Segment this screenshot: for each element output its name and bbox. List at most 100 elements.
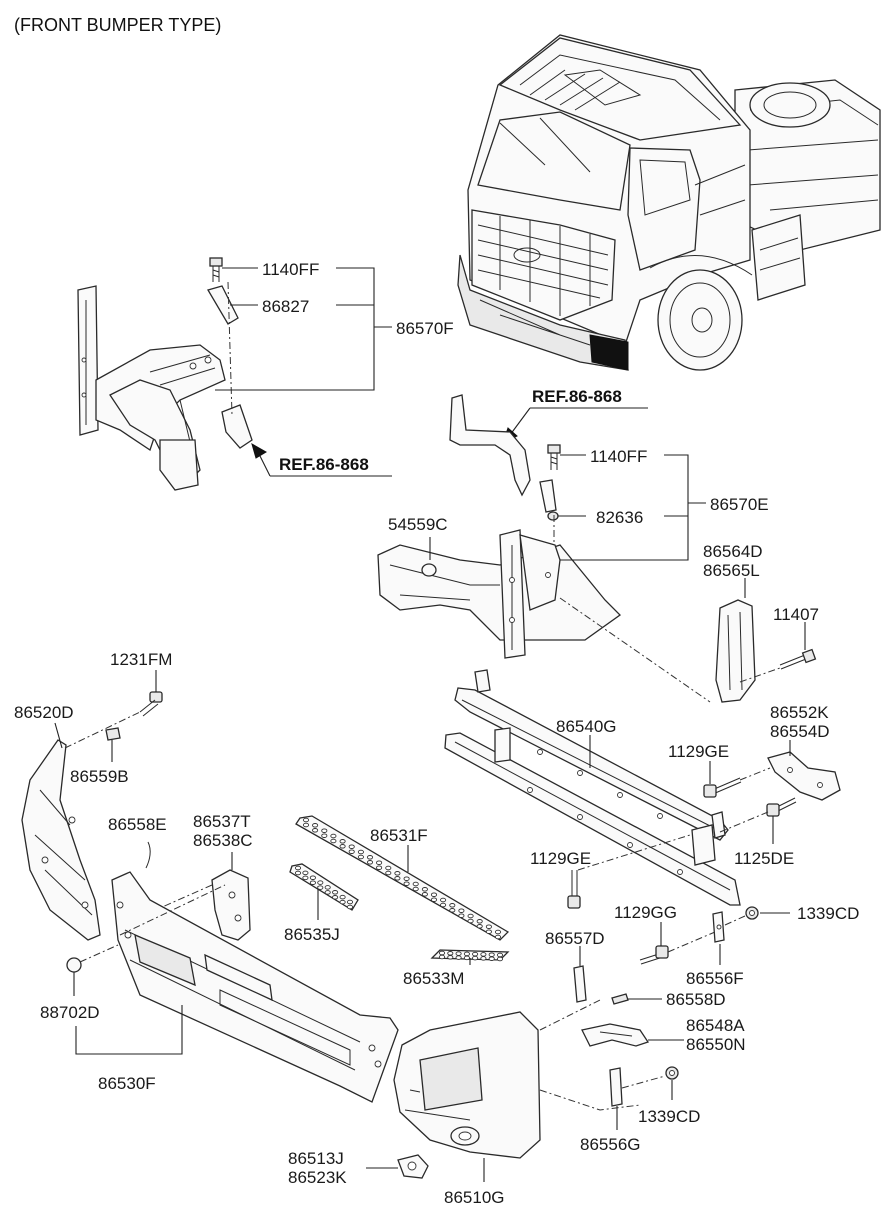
mesh-hole — [440, 897, 447, 903]
mesh-hole — [438, 954, 446, 960]
ref-label-left: REF.86-868 — [279, 455, 369, 474]
mesh-hole — [332, 890, 339, 895]
mesh-hole — [346, 904, 354, 910]
mesh-hole — [421, 887, 428, 892]
label-1140FF-lower: 1140FF — [590, 447, 647, 466]
mesh-hole — [339, 894, 346, 900]
label-86531F: 86531F — [370, 826, 428, 845]
mesh-hole-pattern — [294, 817, 504, 962]
label-86538C: 86538C — [193, 831, 253, 850]
mesh-hole — [496, 956, 504, 962]
mesh-hole — [339, 899, 346, 905]
mesh-hole — [438, 950, 446, 956]
mesh-hole — [455, 955, 462, 960]
mesh-hole — [447, 955, 454, 960]
mesh-hole — [463, 955, 470, 961]
bracket-86556G — [609, 1067, 623, 1107]
cap-88702D-icon — [66, 957, 82, 973]
mesh-hole — [385, 865, 392, 871]
bolt-1129GG-icon — [639, 945, 669, 965]
label-86556F: 86556F — [686, 969, 744, 988]
mesh-hole — [447, 951, 454, 956]
mesh-hole — [309, 875, 316, 880]
mesh-hole — [496, 952, 504, 958]
bolt-1125DE-icon — [766, 797, 797, 817]
label-1339CD-lower: 1339CD — [638, 1107, 700, 1126]
label-86537T: 86537T — [193, 812, 251, 831]
bracket-86548A — [581, 1023, 650, 1047]
label-86559B: 86559B — [70, 767, 129, 786]
mesh-hole — [366, 860, 374, 865]
mesh-hole — [357, 854, 364, 860]
label-86554D: 86554D — [770, 722, 830, 741]
label-86533M: 86533M — [403, 969, 464, 988]
mesh-hole — [476, 919, 483, 924]
label-86564D: 86564D — [703, 542, 763, 561]
label-86530F: 86530F — [98, 1074, 156, 1093]
mesh-hole — [317, 885, 324, 890]
mesh-hole — [463, 951, 470, 957]
mesh-hole — [403, 881, 410, 886]
label-82636: 82636 — [596, 508, 643, 527]
nut-1339CD-lower-icon — [665, 1066, 679, 1080]
mesh-hole — [455, 951, 462, 956]
mesh-hole — [376, 860, 383, 865]
label-86510G: 86510G — [444, 1188, 505, 1207]
mesh-hole — [472, 951, 479, 957]
mesh-hole — [324, 890, 331, 895]
front-bumper-86530F — [111, 871, 399, 1103]
side-cover-86520D — [21, 739, 101, 941]
label-86552K: 86552K — [770, 703, 829, 722]
mesh-hole — [394, 871, 401, 876]
mesh-hole — [421, 892, 428, 897]
mesh-hole — [330, 838, 337, 844]
mesh-hole — [485, 929, 492, 934]
mesh-hole — [294, 865, 302, 871]
bracket-86552K — [767, 751, 841, 801]
mesh-hole — [321, 833, 328, 838]
mesh-hole — [302, 817, 310, 823]
bolt-1140FF-lower-icon — [547, 444, 561, 470]
truck-illustration — [457, 34, 881, 371]
label-11407: 11407 — [773, 605, 819, 624]
bolt-1129GE-lower-icon — [567, 870, 581, 909]
label-86540G: 86540G — [556, 717, 617, 736]
mesh-hole — [302, 870, 309, 876]
clip-86558E-icon — [145, 841, 151, 869]
label-86548A: 86548A — [686, 1016, 745, 1035]
label-86565L: 86565L — [703, 561, 760, 580]
mesh-hole — [440, 902, 447, 908]
mesh-hole — [412, 886, 419, 892]
mesh-hole — [488, 956, 495, 961]
clip-86558D-icon — [611, 993, 629, 1005]
mesh-hole — [472, 955, 479, 961]
bolt-1231FM-icon — [139, 691, 163, 717]
label-86550N: 86550N — [686, 1035, 746, 1054]
mesh-hole — [317, 880, 324, 885]
label-86513J: 86513J — [288, 1149, 344, 1168]
bracket-86557D — [573, 965, 587, 1003]
label-1129GE-lower: 1129GE — [530, 849, 591, 868]
ref-arrow-right — [502, 407, 648, 444]
mesh-hole — [394, 876, 401, 881]
mesh-hole — [312, 823, 319, 828]
corner-bumper-86510G — [393, 999, 641, 1159]
mesh-hole — [348, 844, 355, 849]
mesh-hole — [488, 952, 495, 957]
mesh-hole — [449, 903, 456, 908]
bracket-86570F-assembly — [77, 257, 253, 491]
mesh-hole — [494, 934, 502, 940]
clip-86559B-icon — [105, 727, 121, 741]
mesh-hole — [302, 822, 310, 828]
mesh-hole — [476, 924, 483, 929]
mesh-hole — [467, 913, 474, 919]
diagram-title: (FRONT BUMPER TYPE) — [14, 15, 221, 35]
label-86523K: 86523K — [288, 1168, 347, 1187]
label-86558D: 86558D — [666, 990, 726, 1009]
bolt-1140FF-upper-icon — [209, 257, 223, 282]
ref-label-right: REF.86-868 — [532, 387, 622, 406]
bolt-1129GE-upper-icon — [703, 777, 742, 798]
mesh-hole — [332, 895, 339, 900]
